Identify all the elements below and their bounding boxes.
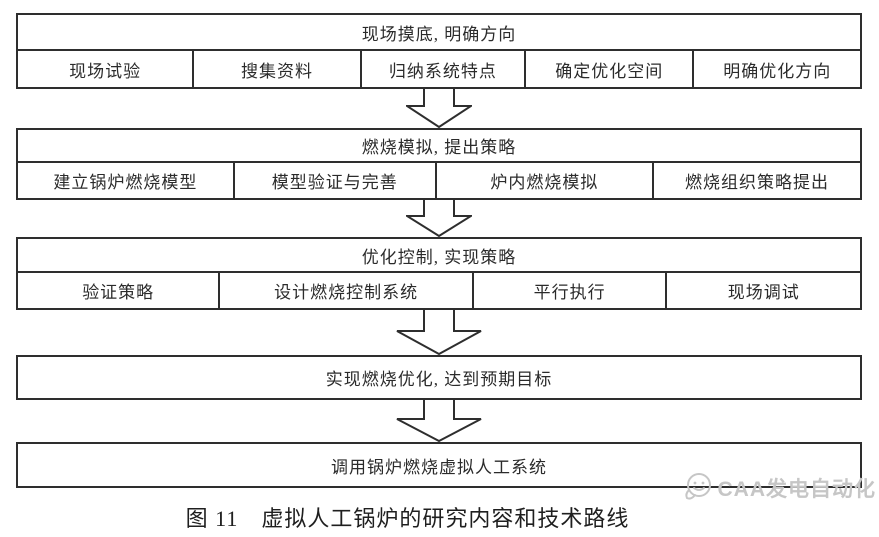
stage-cell: 现场调试 bbox=[665, 273, 860, 308]
watermark-label: CAA发电自动化 bbox=[717, 478, 876, 501]
down-arrow-icon bbox=[396, 398, 482, 442]
down-arrow-icon bbox=[396, 308, 482, 355]
stage-title: 优化控制, 实现策略 bbox=[361, 247, 517, 267]
stage-title: 现场摸底, 明确方向 bbox=[361, 24, 517, 44]
stage-box-virtual-system: 调用锅炉燃烧虚拟人工系统 bbox=[16, 442, 862, 488]
watermark: CAA发电自动化 bbox=[683, 472, 877, 504]
stage-cell-row: 现场试验 搜集资料 归纳系统特点 确定优化空间 明确优化方向 bbox=[18, 49, 860, 87]
stage-cell: 平行执行 bbox=[471, 273, 666, 308]
stage-cell: 明确优化方向 bbox=[692, 51, 860, 87]
stage-cell: 炉内燃烧模拟 bbox=[434, 163, 652, 198]
stage-cell: 归纳系统特点 bbox=[359, 51, 524, 87]
stage-title: 燃烧模拟, 提出策略 bbox=[361, 138, 517, 157]
stage-cell: 设计燃烧控制系统 bbox=[218, 273, 471, 308]
down-arrow-icon bbox=[406, 87, 472, 128]
stage-cell: 搜集资料 bbox=[192, 51, 360, 87]
stage-box-control: 优化控制, 实现策略 验证策略 设计燃烧控制系统 平行执行 现场调试 bbox=[16, 237, 862, 310]
stage-cell-row: 验证策略 设计燃烧控制系统 平行执行 现场调试 bbox=[18, 271, 860, 308]
stage-cell: 建立锅炉燃烧模型 bbox=[53, 173, 198, 192]
stage-cell: 验证策略 bbox=[82, 283, 155, 302]
stage-cell: 燃烧组织策略提出 bbox=[652, 163, 860, 198]
stage-box-survey: 现场摸底, 明确方向 现场试验 搜集资料 归纳系统特点 确定优化空间 明确优化方… bbox=[16, 13, 862, 89]
stage-box-simulation: 燃烧模拟, 提出策略 建立锅炉燃烧模型 模型验证与完善 炉内燃烧模拟 燃烧组织策… bbox=[16, 128, 862, 200]
chat-bubble-face-icon bbox=[684, 473, 711, 500]
stage-cell: 确定优化空间 bbox=[524, 51, 692, 87]
stage-title: 调用锅炉燃烧虚拟人工系统 bbox=[331, 457, 547, 477]
stage-cell: 模型验证与完善 bbox=[232, 163, 435, 198]
stage-box-goal: 实现燃烧优化, 达到预期目标 bbox=[16, 355, 862, 400]
down-arrow-icon bbox=[406, 198, 472, 237]
figure-caption: 图 11 虚拟人工锅炉的研究内容和技术路线 bbox=[185, 506, 630, 531]
stage-cell: 现场试验 bbox=[69, 61, 142, 81]
stage-title: 实现燃烧优化, 达到预期目标 bbox=[325, 370, 553, 389]
stage-cell-row: 建立锅炉燃烧模型 模型验证与完善 炉内燃烧模拟 燃烧组织策略提出 bbox=[18, 161, 860, 198]
